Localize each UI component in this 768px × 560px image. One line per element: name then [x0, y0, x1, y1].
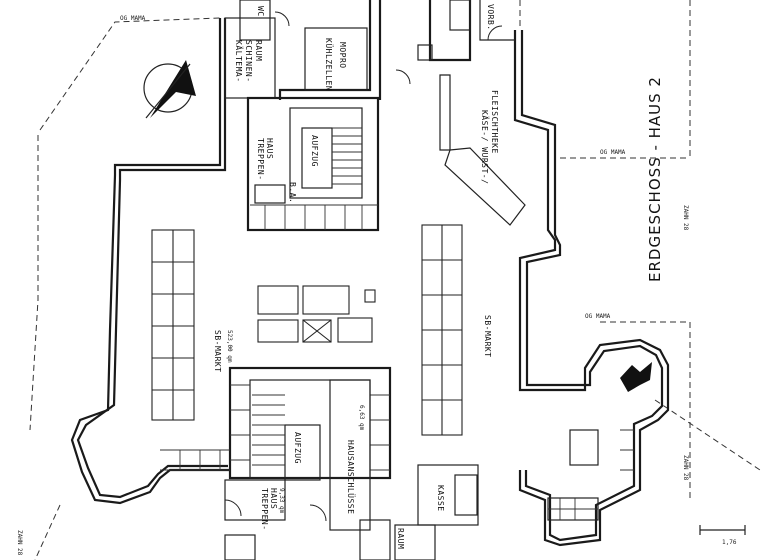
north-arrow-icon [143, 60, 196, 119]
stairwell-top [246, 96, 380, 232]
shelf-row-left [151, 229, 195, 421]
room-label-sb-markt-right: SB-MARKT [483, 315, 492, 358]
room-label-stairs-bottom-2: HAUS [269, 488, 278, 509]
room-area-stairs-bottom: 9,33 qm [278, 488, 285, 514]
checkout-area [417, 429, 634, 526]
room-label-cold-rooms-2: MOPRO [338, 42, 347, 69]
annotation-vertical-3: ZAHN 28 [16, 530, 23, 556]
annotation-vertical-1: ZAHN 28 [682, 205, 689, 231]
room-label-cheese-2: FLEISCHTHEKE [490, 90, 499, 154]
room-area-utilities: 6,63 qm [358, 405, 365, 431]
shelf-row-right [421, 224, 463, 436]
room-label-raum: RAUM [396, 528, 405, 549]
room-label-stairs-bottom-1: TREPPEN- [260, 488, 269, 531]
room-label-vorb: VORB. [486, 4, 495, 31]
stairwell-bottom [160, 366, 392, 531]
annotation-elevation: 1,76 [722, 539, 737, 546]
room-area-sb-markt-left: 523,00 qm [226, 330, 233, 363]
annotation-vertical-2: ZAHN 28 [682, 455, 689, 481]
property-line-right-5 [654, 399, 761, 471]
room-label-ba: B.A. [288, 182, 297, 203]
room-label-elevator-top: AUFZUG [310, 135, 319, 167]
property-line-left [29, 135, 39, 431]
outer-walls [70, 0, 670, 547]
room-label-stairs-top-2: HAUS [265, 138, 274, 159]
room-label-stairs-top-1: TREPPEN- [256, 138, 265, 181]
display-cases-middle [257, 285, 376, 343]
annotation-og-mama-right-2: OG MAMA [585, 313, 611, 320]
room-label-checkout: KASSE [436, 485, 445, 512]
plan-title: ERDGESCHOSS - HAUS 2 [646, 76, 664, 282]
cheese-meat-counter [439, 0, 526, 226]
sketch-mark-icon [620, 362, 652, 392]
room-label-cheese-1: KÄSE-/ WURST-/ [480, 110, 490, 184]
property-line-top-left [39, 17, 221, 131]
room-label-wc: WC [256, 6, 265, 17]
dimension-mark [699, 525, 746, 535]
room-label-machine-3: RAUM [254, 40, 263, 61]
room-label-cold-rooms: KÜHLZELLEN [324, 38, 334, 91]
room-label-machine-2: SCHINEN- [244, 40, 253, 83]
annotation-og-mama-right-1: OG MAMA [600, 149, 626, 156]
bottom-rooms [224, 519, 436, 560]
room-label-machine-1: KÄLTEMA- [234, 40, 244, 83]
property-line-bottom-left [34, 504, 61, 560]
room-label-sb-markt-left: SB-MARKT [213, 330, 222, 373]
room-label-utilities: HAUSANSCHLÜSSE [346, 440, 356, 514]
room-label-elevator-bottom: AUFZUG [293, 432, 302, 464]
annotation-og-mama-top: OG MAMA [120, 15, 146, 22]
